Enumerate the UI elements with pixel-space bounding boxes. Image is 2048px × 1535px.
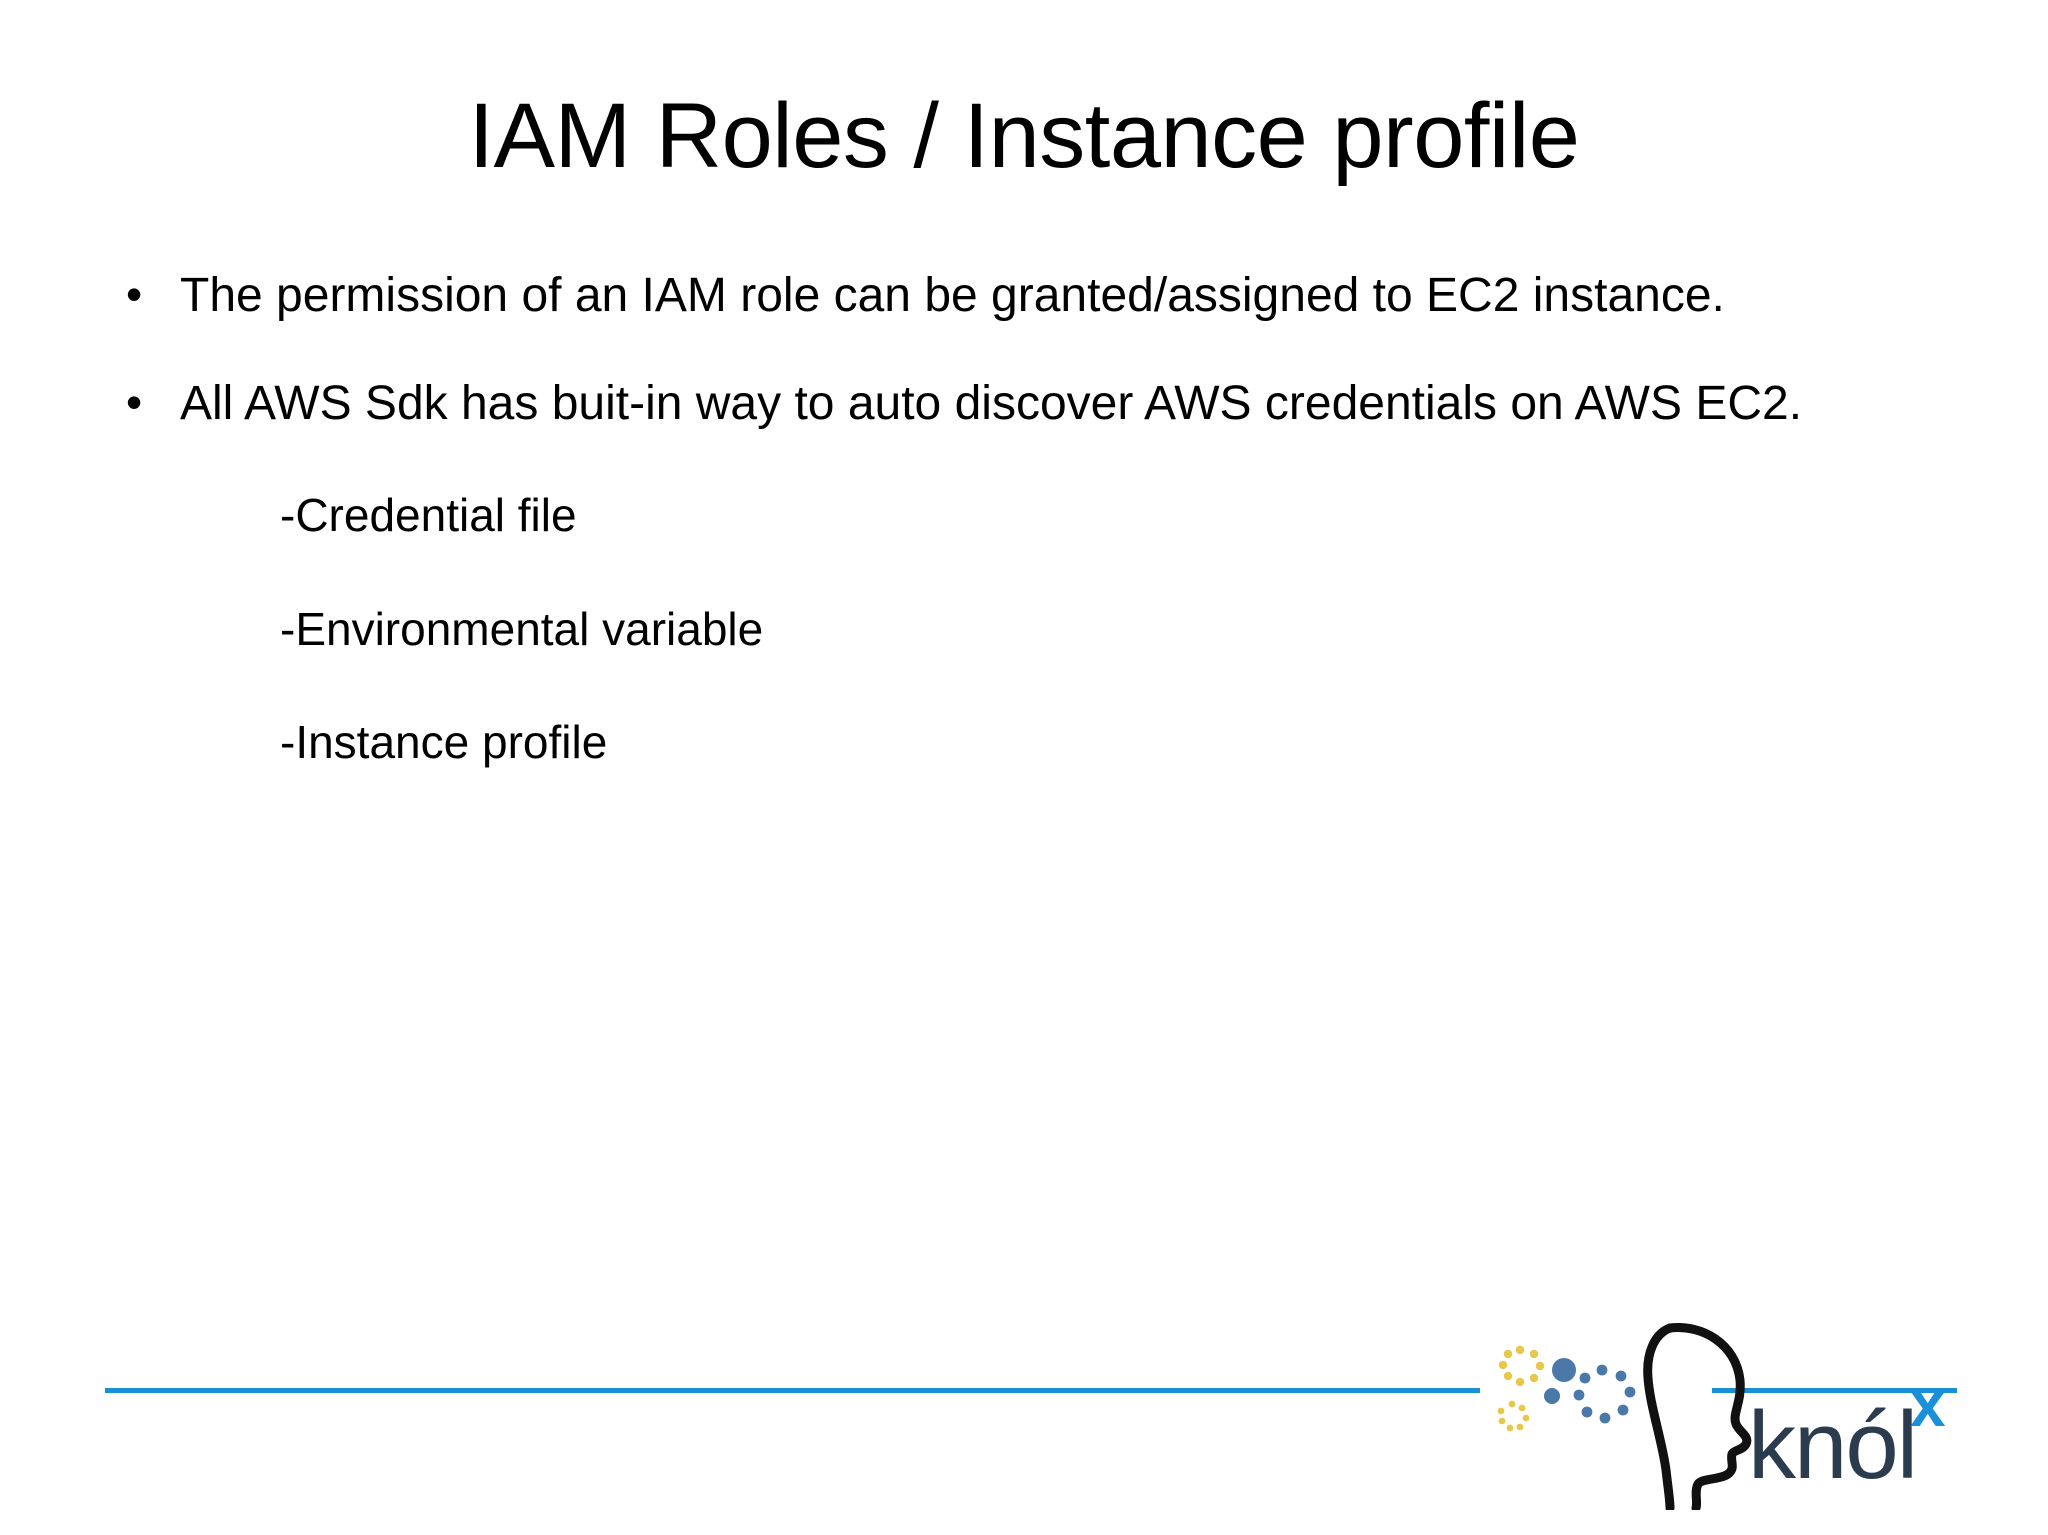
page-title: IAM Roles / Instance profile <box>468 85 1580 187</box>
gears-icon <box>1497 1345 1636 1432</box>
bullet-item: • All AWS Sdk has buit-in way to auto di… <box>110 373 1970 435</box>
knolx-logo: knól x <box>1490 1320 1960 1510</box>
footer-divider-left <box>105 1388 1480 1393</box>
logo-x-mark: x <box>1910 1368 1946 1440</box>
gear-hub-icon <box>1552 1358 1576 1382</box>
bullet-text: All AWS Sdk has buit-in way to auto disc… <box>180 377 1803 431</box>
sub-item: -Credential file <box>280 488 577 541</box>
bullet-text: The permission of an IAM role can be gra… <box>180 269 1725 322</box>
sub-item: -Instance profile <box>280 716 608 769</box>
head-profile-icon <box>1643 1323 1752 1510</box>
gear-hub-small-icon <box>1544 1388 1560 1404</box>
sub-item-list: -Credential file -Environmental variable… <box>110 486 1970 773</box>
bullet-point-icon: • <box>126 376 143 429</box>
bullet-point-icon: • <box>126 268 143 320</box>
logo-wordmark: knól <box>1748 1392 1918 1499</box>
footer-divider-right <box>1712 1388 1957 1393</box>
bullet-item: • The permission of an IAM role can be g… <box>110 265 1970 327</box>
slide-body: • The permission of an IAM role can be g… <box>110 265 1970 827</box>
sub-item: -Environmental variable <box>280 602 764 655</box>
